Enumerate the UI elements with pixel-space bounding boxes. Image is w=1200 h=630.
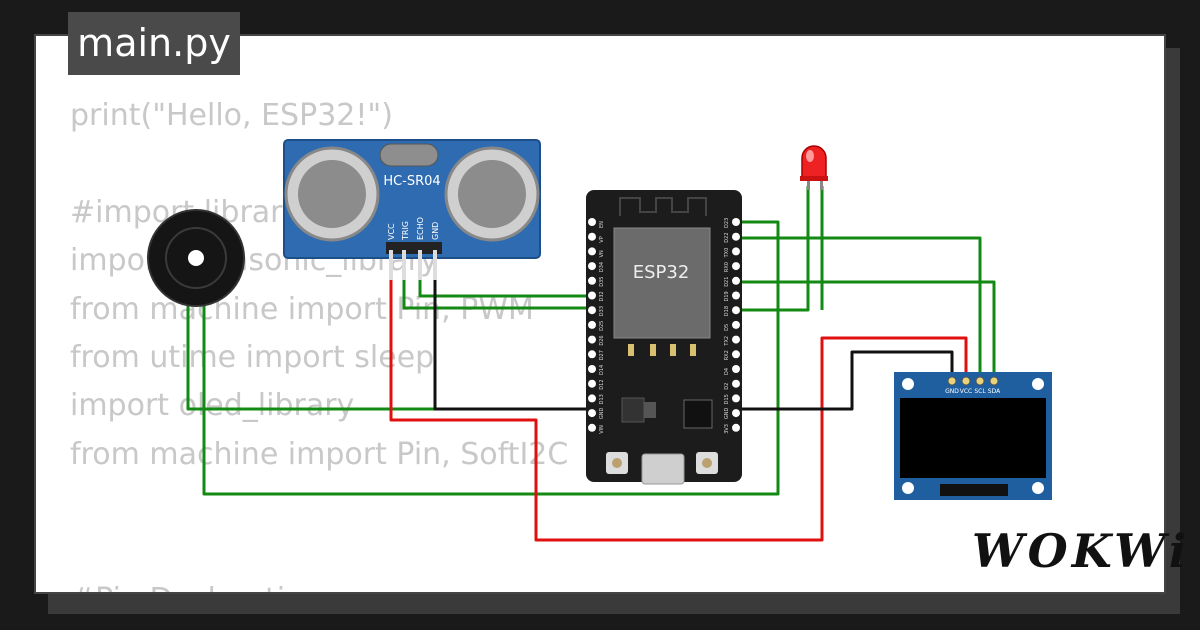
esp32-pin-left[interactable]	[588, 320, 596, 329]
esp32-label: ESP32	[633, 262, 690, 283]
esp32-pin-right[interactable]	[732, 350, 740, 359]
esp32-pin-label-right: TX2	[724, 336, 730, 347]
esp32-pin-right[interactable]	[732, 232, 740, 241]
ultrasonic-pin-gnd: GND	[431, 222, 440, 240]
oled-display[interactable]: GND VCC SCL SDA	[894, 372, 1052, 500]
esp32-pin-left[interactable]	[588, 232, 596, 241]
esp32-pin-label-right: D15	[724, 394, 730, 404]
esp32-pin-left[interactable]	[588, 379, 596, 388]
ultrasonic-sensor[interactable]: HC-SR04 VCC TRIG ECHO GND	[283, 139, 541, 280]
buzzer[interactable]	[147, 209, 245, 307]
esp32-pin-label-right: 3V3	[724, 424, 730, 434]
esp32-pin-left[interactable]	[588, 335, 596, 344]
esp32-pin-right[interactable]	[732, 409, 740, 418]
esp32-pin-left[interactable]	[588, 394, 596, 403]
esp32-pin-right[interactable]	[732, 335, 740, 344]
esp32-pin-right[interactable]	[732, 247, 740, 256]
esp32-pin-label-right: D5	[724, 324, 730, 331]
wire-ultrasonic-vcc	[389, 280, 968, 542]
wire-ultrasonic-gnd	[433, 280, 590, 411]
wire-oled-sda	[738, 280, 996, 380]
esp32-pin-right[interactable]	[732, 306, 740, 315]
esp32-pin-right[interactable]	[732, 423, 740, 432]
esp32-pin-right[interactable]	[732, 379, 740, 388]
esp32-pin-label-left: VN	[599, 250, 605, 257]
wire-led-anode	[738, 186, 810, 312]
ultrasonic-pin-trig: TRIG	[401, 221, 410, 241]
esp32-pin-label-left: VIN	[599, 425, 605, 434]
esp32-pin-label-right: D2	[724, 383, 730, 390]
oled-pin-scl: SCL	[974, 388, 986, 395]
esp32-pin-label-right: RX0	[724, 262, 730, 272]
oled-pin-sda: SDA	[988, 388, 1001, 395]
ultrasonic-pin-echo: ECHO	[416, 217, 425, 240]
code-line: from utime import sleep	[70, 339, 435, 375]
esp32-pin-label-left: D34	[599, 262, 605, 272]
wire-buzzer-d23	[202, 220, 780, 496]
esp32-pin-right[interactable]	[732, 262, 740, 271]
esp32-pin-label-left: D25	[599, 321, 605, 331]
esp32-pin-label-right: TX0	[724, 248, 730, 259]
esp32-pin-left[interactable]	[588, 409, 596, 418]
esp32-pin-label-left: D14	[599, 365, 605, 375]
esp32-pin-left[interactable]	[588, 291, 596, 300]
esp32-pin-label-left: D27	[599, 350, 605, 360]
esp32-pin-label-left: EN	[599, 221, 605, 228]
esp32-pin-label-right: D21	[724, 277, 730, 287]
oled-pin-gnd: GND	[945, 388, 959, 395]
ultrasonic-label: HC-SR04	[383, 174, 440, 189]
wire-oled-gnd	[738, 350, 954, 411]
wire-oled-scl	[738, 236, 982, 380]
esp32-pin-left[interactable]	[588, 276, 596, 285]
esp32-pin-label-right: D18	[724, 306, 730, 316]
esp32-pin-label-right: RX2	[724, 350, 730, 360]
esp32-pin-right[interactable]	[732, 365, 740, 373]
wire-ultrasonic-trig	[402, 280, 590, 310]
esp32-pin-label-right: GND	[724, 407, 730, 419]
esp32-board[interactable]: ESP32 ENVPVND34D35D32D33D25D26D27D14D12D…	[586, 190, 742, 485]
esp32-pin-label-left: D35	[599, 277, 605, 287]
oled-pin-vcc: VCC	[960, 388, 972, 395]
ultrasonic-pin-vcc: VCC	[387, 223, 396, 240]
led[interactable]	[800, 145, 828, 190]
file-tab[interactable]: main.py	[68, 12, 240, 75]
code-line: from machine import Pin, SoftI2C	[70, 436, 569, 472]
esp32-pin-left[interactable]	[588, 262, 596, 271]
esp32-pin-label-right: D22	[724, 232, 730, 242]
esp32-pin-left[interactable]	[588, 365, 596, 373]
wire-buzzer-d13	[186, 300, 590, 411]
wokwi-logo: WOKWi	[972, 524, 1191, 578]
esp32-pin-label-left: D32	[599, 291, 605, 301]
esp32-pin-label-right: D23	[724, 218, 730, 228]
esp32-pin-left[interactable]	[588, 350, 596, 359]
esp32-pin-label-left: D13	[599, 394, 605, 404]
esp32-pin-right[interactable]	[732, 218, 740, 226]
esp32-pin-label-left: D12	[599, 379, 605, 389]
esp32-pin-right[interactable]	[732, 276, 740, 285]
esp32-pin-label-left: GND	[599, 407, 605, 419]
esp32-pin-label-left: D33	[599, 306, 605, 316]
esp32-pin-label-left: VP	[599, 236, 605, 242]
esp32-pin-left[interactable]	[588, 218, 596, 226]
wire-ultrasonic-echo	[418, 280, 590, 298]
esp32-pin-right[interactable]	[732, 394, 740, 403]
code-line: import oled_library	[70, 388, 355, 424]
esp32-pin-label-left: D26	[599, 335, 605, 345]
esp32-pin-left[interactable]	[588, 423, 596, 432]
esp32-pin-label-right: D4	[724, 368, 730, 375]
esp32-pin-left[interactable]	[588, 306, 596, 315]
code-line: #Pin Declaration	[70, 576, 568, 592]
esp32-pin-right[interactable]	[732, 320, 740, 329]
wires	[186, 186, 996, 542]
esp32-pin-right[interactable]	[732, 291, 740, 300]
esp32-pin-left[interactable]	[588, 247, 596, 256]
esp32-pin-label-right: D19	[724, 291, 730, 301]
code-line: print("Hello, ESP32!")	[70, 98, 393, 133]
